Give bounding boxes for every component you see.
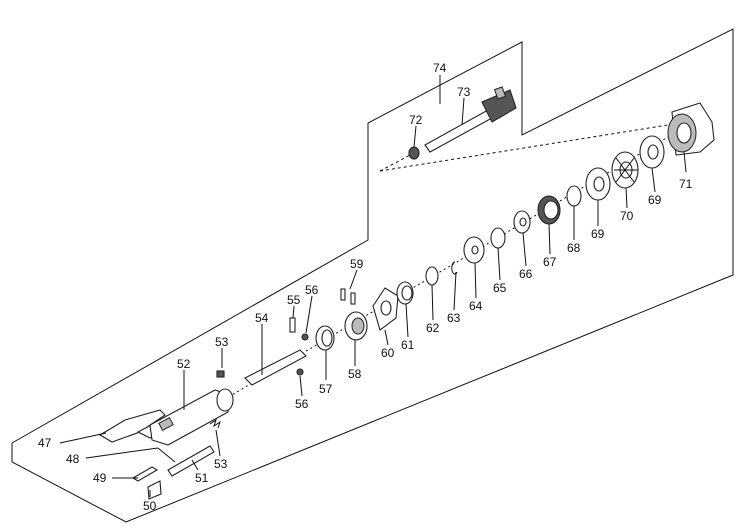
part-60-cam <box>372 287 399 331</box>
label-66: 66 <box>519 267 533 281</box>
leader-67 <box>548 223 551 255</box>
part-70-thrust-bearing <box>611 151 639 189</box>
part-69b-washer <box>639 135 665 169</box>
label-69b: 69 <box>648 193 662 207</box>
label-49: 49 <box>93 471 107 485</box>
part-66-washer <box>513 210 531 234</box>
leader-70 <box>625 187 628 209</box>
group-74-dashed-line-top <box>379 123 675 172</box>
label-54: 54 <box>255 311 269 325</box>
part-53a-pin <box>216 370 225 378</box>
label-56a: 56 <box>305 283 319 297</box>
label-55: 55 <box>287 293 301 307</box>
label-51: 51 <box>195 471 209 485</box>
part-57-ring <box>315 325 335 351</box>
label-48: 48 <box>66 452 80 466</box>
label-62: 62 <box>426 321 440 335</box>
leader-72 <box>413 125 417 148</box>
label-68: 68 <box>567 241 581 255</box>
label-74: 74 <box>433 61 447 75</box>
leader-64 <box>474 262 477 299</box>
label-50: 50 <box>143 499 157 513</box>
label-53b: 53 <box>214 457 228 471</box>
leader-59 <box>349 269 358 290</box>
leader-51 <box>191 459 199 471</box>
label-53a: 53 <box>215 335 229 349</box>
part-50-plate <box>147 480 162 500</box>
frame-outline <box>11 28 734 523</box>
label-72: 72 <box>409 113 423 127</box>
part-48-pin <box>157 447 176 463</box>
label-67: 67 <box>543 255 557 269</box>
label-52: 52 <box>177 357 191 371</box>
label-71: 71 <box>679 177 693 191</box>
part-68-ring <box>566 185 582 207</box>
label-65: 65 <box>493 281 507 295</box>
part-69a-washer <box>585 167 611 201</box>
label-61: 61 <box>401 338 415 352</box>
leader-47 <box>59 432 107 444</box>
leader-62 <box>431 284 434 321</box>
part-64-washer <box>463 236 485 264</box>
leader-60 <box>384 329 389 346</box>
leader-48 <box>85 447 159 459</box>
label-47: 47 <box>38 436 52 450</box>
part-72-nut <box>408 146 420 160</box>
leader-66 <box>522 232 527 267</box>
label-63: 63 <box>447 311 461 325</box>
leader-53b <box>215 429 221 457</box>
leader-69b <box>651 167 656 193</box>
label-60: 60 <box>381 346 395 360</box>
part-51-plate <box>167 445 215 477</box>
leader-55 <box>292 305 295 319</box>
group-74-dashed-line-bottom <box>379 153 413 172</box>
part-58-cage <box>344 311 368 341</box>
part-65-ring <box>490 227 506 249</box>
label-69a: 69 <box>591 227 605 241</box>
part-73-valve-assembly <box>424 86 517 153</box>
part-67-bearing <box>537 195 561 225</box>
part-56b-ball <box>296 368 304 376</box>
label-56b: 56 <box>295 397 309 411</box>
label-57: 57 <box>319 382 333 396</box>
part-59-spring-b <box>350 292 356 305</box>
leader-56a <box>305 295 313 334</box>
label-70: 70 <box>620 209 634 223</box>
label-59: 59 <box>350 257 364 271</box>
leader-61 <box>405 303 409 338</box>
leader-65 <box>497 247 501 281</box>
label-73: 73 <box>457 85 471 99</box>
part-71-housing <box>667 102 715 156</box>
part-59-spring-a <box>340 288 346 301</box>
leader-63 <box>453 271 457 311</box>
leader-71 <box>683 151 687 173</box>
part-55-pin <box>289 317 296 333</box>
label-64: 64 <box>469 299 483 313</box>
leader-56b <box>299 375 303 397</box>
part-62-ring <box>425 266 439 286</box>
part-53b-spring <box>209 418 221 429</box>
part-61-ring <box>396 281 414 305</box>
leader-73 <box>461 97 465 126</box>
part-49-lever <box>131 466 159 482</box>
part-56a-ball <box>301 333 309 341</box>
part-52-housing <box>149 388 234 446</box>
part-54-shaft <box>244 349 307 386</box>
label-58: 58 <box>348 367 362 381</box>
